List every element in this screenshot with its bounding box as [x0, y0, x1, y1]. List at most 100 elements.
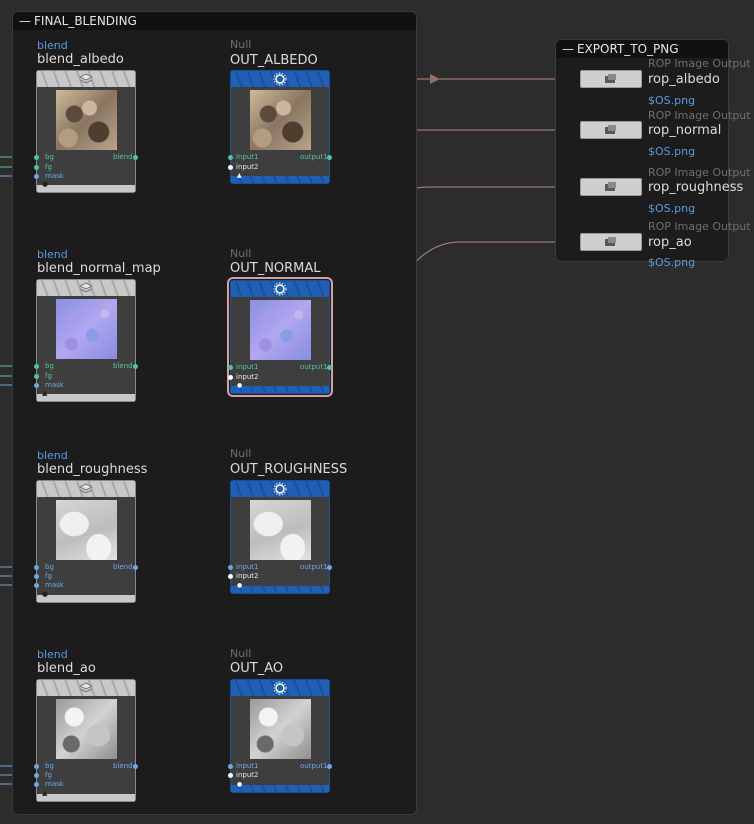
bypass-flag-icon[interactable]: ●	[237, 582, 243, 589]
input2-port[interactable]	[228, 773, 233, 778]
node-name-label[interactable]: blend_roughness	[37, 462, 148, 477]
input2-port[interactable]	[228, 165, 233, 170]
output-port[interactable]	[327, 764, 332, 769]
blend-roughness-node[interactable]: bg fg mask blend ●	[34, 480, 138, 603]
input-fg-port[interactable]	[34, 165, 39, 170]
port-label: mask	[45, 780, 64, 788]
node-title-bar[interactable]	[231, 281, 329, 297]
bypass-flag-icon[interactable]: ●	[42, 590, 49, 598]
node-name-label[interactable]: blend_albedo	[37, 52, 124, 67]
output-port[interactable]	[133, 364, 138, 369]
rop-albedo-node[interactable]	[580, 70, 642, 88]
node-title-bar[interactable]	[37, 71, 135, 87]
bypass-flag-icon[interactable]: ●	[237, 781, 243, 788]
output-port[interactable]	[327, 365, 332, 370]
node-footer[interactable]: ▲	[37, 789, 135, 801]
netbox-header[interactable]: — EXPORT_TO_PNG	[556, 40, 728, 58]
input-bg-port[interactable]	[34, 155, 39, 160]
node-title-bar[interactable]	[37, 481, 135, 497]
node-name-label[interactable]: OUT_ALBEDO	[230, 53, 318, 68]
output-port[interactable]	[327, 565, 332, 570]
port-label: input1	[236, 563, 259, 571]
node-footer[interactable]: ▲	[231, 172, 329, 183]
node-footer[interactable]: ●	[37, 180, 135, 192]
input2-port[interactable]	[228, 574, 233, 579]
input-mask-port[interactable]	[34, 782, 39, 787]
node-footer[interactable]: ▲	[37, 389, 135, 401]
node-name-label[interactable]: rop_normal	[648, 123, 722, 138]
render-output-icon	[605, 125, 616, 134]
port-label: mask	[45, 381, 64, 389]
node-name-label[interactable]: OUT_NORMAL	[230, 261, 321, 276]
collapse-toggle[interactable]: —	[19, 14, 31, 28]
input-fg-port[interactable]	[34, 574, 39, 579]
rop-ao-node[interactable]	[580, 233, 642, 251]
node-type-label: blend	[37, 449, 68, 462]
node-thumbnail	[250, 699, 311, 759]
node-name-label[interactable]: rop_roughness	[648, 180, 744, 195]
output-port[interactable]	[327, 155, 332, 160]
out-roughness-node[interactable]: input1 input2 output1 ●	[228, 480, 332, 594]
node-name-label[interactable]: blend_ao	[37, 661, 96, 676]
output-port[interactable]	[133, 155, 138, 160]
input1-port[interactable]	[228, 365, 233, 370]
blend-normal-map-node[interactable]: bg fg mask blend ▲	[34, 279, 138, 402]
blend-ao-node[interactable]: bg fg mask blend ▲	[34, 679, 138, 802]
port-label: blend	[113, 153, 133, 161]
node-name-label[interactable]: rop_albedo	[648, 72, 720, 87]
node-title-bar[interactable]	[231, 481, 329, 497]
netbox-title: EXPORT_TO_PNG	[577, 42, 679, 56]
output-port[interactable]	[133, 565, 138, 570]
blend-albedo-node[interactable]: bg fg mask blend ●	[34, 70, 138, 193]
node-title-bar[interactable]	[231, 71, 329, 87]
node-name-label[interactable]: blend_normal_map	[37, 261, 161, 276]
layers-icon	[79, 73, 93, 84]
port-label: output1	[300, 563, 328, 571]
input1-port[interactable]	[228, 155, 233, 160]
node-thumbnail	[250, 500, 311, 560]
netbox-title: FINAL_BLENDING	[34, 14, 137, 28]
node-name-label[interactable]: rop_ao	[648, 235, 692, 250]
input1-port[interactable]	[228, 565, 233, 570]
node-type-label: blend	[37, 648, 68, 661]
out-albedo-node[interactable]: input1 input2 output1 ▲	[228, 70, 332, 184]
input-bg-port[interactable]	[34, 364, 39, 369]
input-mask-port[interactable]	[34, 583, 39, 588]
out-ao-node[interactable]: input1 input2 output1 ●	[228, 679, 332, 793]
rop-roughness-node[interactable]	[580, 178, 642, 196]
port-label: fg	[45, 572, 52, 580]
node-thumbnail	[56, 699, 117, 759]
node-type-label: Null	[230, 247, 252, 260]
port-label: input2	[236, 163, 259, 171]
bypass-flag-icon[interactable]: ▲	[42, 789, 48, 797]
sun-gear-icon	[273, 282, 287, 296]
input-bg-port[interactable]	[34, 764, 39, 769]
output-port[interactable]	[133, 764, 138, 769]
out-normal-node[interactable]: input1 input2 output1 ●	[227, 277, 333, 397]
input2-port[interactable]	[228, 375, 233, 380]
input-bg-port[interactable]	[34, 565, 39, 570]
input-mask-port[interactable]	[34, 174, 39, 179]
rop-normal-node[interactable]	[580, 121, 642, 139]
node-name-label[interactable]: OUT_ROUGHNESS	[230, 462, 348, 477]
node-footer[interactable]: ●	[231, 582, 329, 593]
node-title-bar[interactable]	[37, 680, 135, 696]
node-title-bar[interactable]	[37, 280, 135, 296]
input1-port[interactable]	[228, 764, 233, 769]
input-fg-port[interactable]	[34, 374, 39, 379]
netbox-header[interactable]: — FINAL_BLENDING	[13, 12, 416, 30]
collapse-toggle[interactable]: —	[562, 42, 574, 56]
bypass-flag-icon[interactable]: ●	[42, 180, 49, 188]
node-title-bar[interactable]	[231, 680, 329, 696]
bypass-flag-icon[interactable]: ▲	[237, 172, 242, 179]
node-name-label[interactable]: OUT_AO	[230, 661, 284, 676]
bypass-flag-icon[interactable]: ▲	[42, 389, 48, 397]
port-label: input2	[236, 572, 259, 580]
input-mask-port[interactable]	[34, 383, 39, 388]
node-footer[interactable]: ●	[231, 382, 329, 393]
port-label: input1	[236, 153, 259, 161]
node-footer[interactable]: ●	[37, 590, 135, 602]
node-footer[interactable]: ●	[231, 781, 329, 792]
input-fg-port[interactable]	[34, 773, 39, 778]
bypass-flag-icon[interactable]: ●	[237, 382, 243, 389]
